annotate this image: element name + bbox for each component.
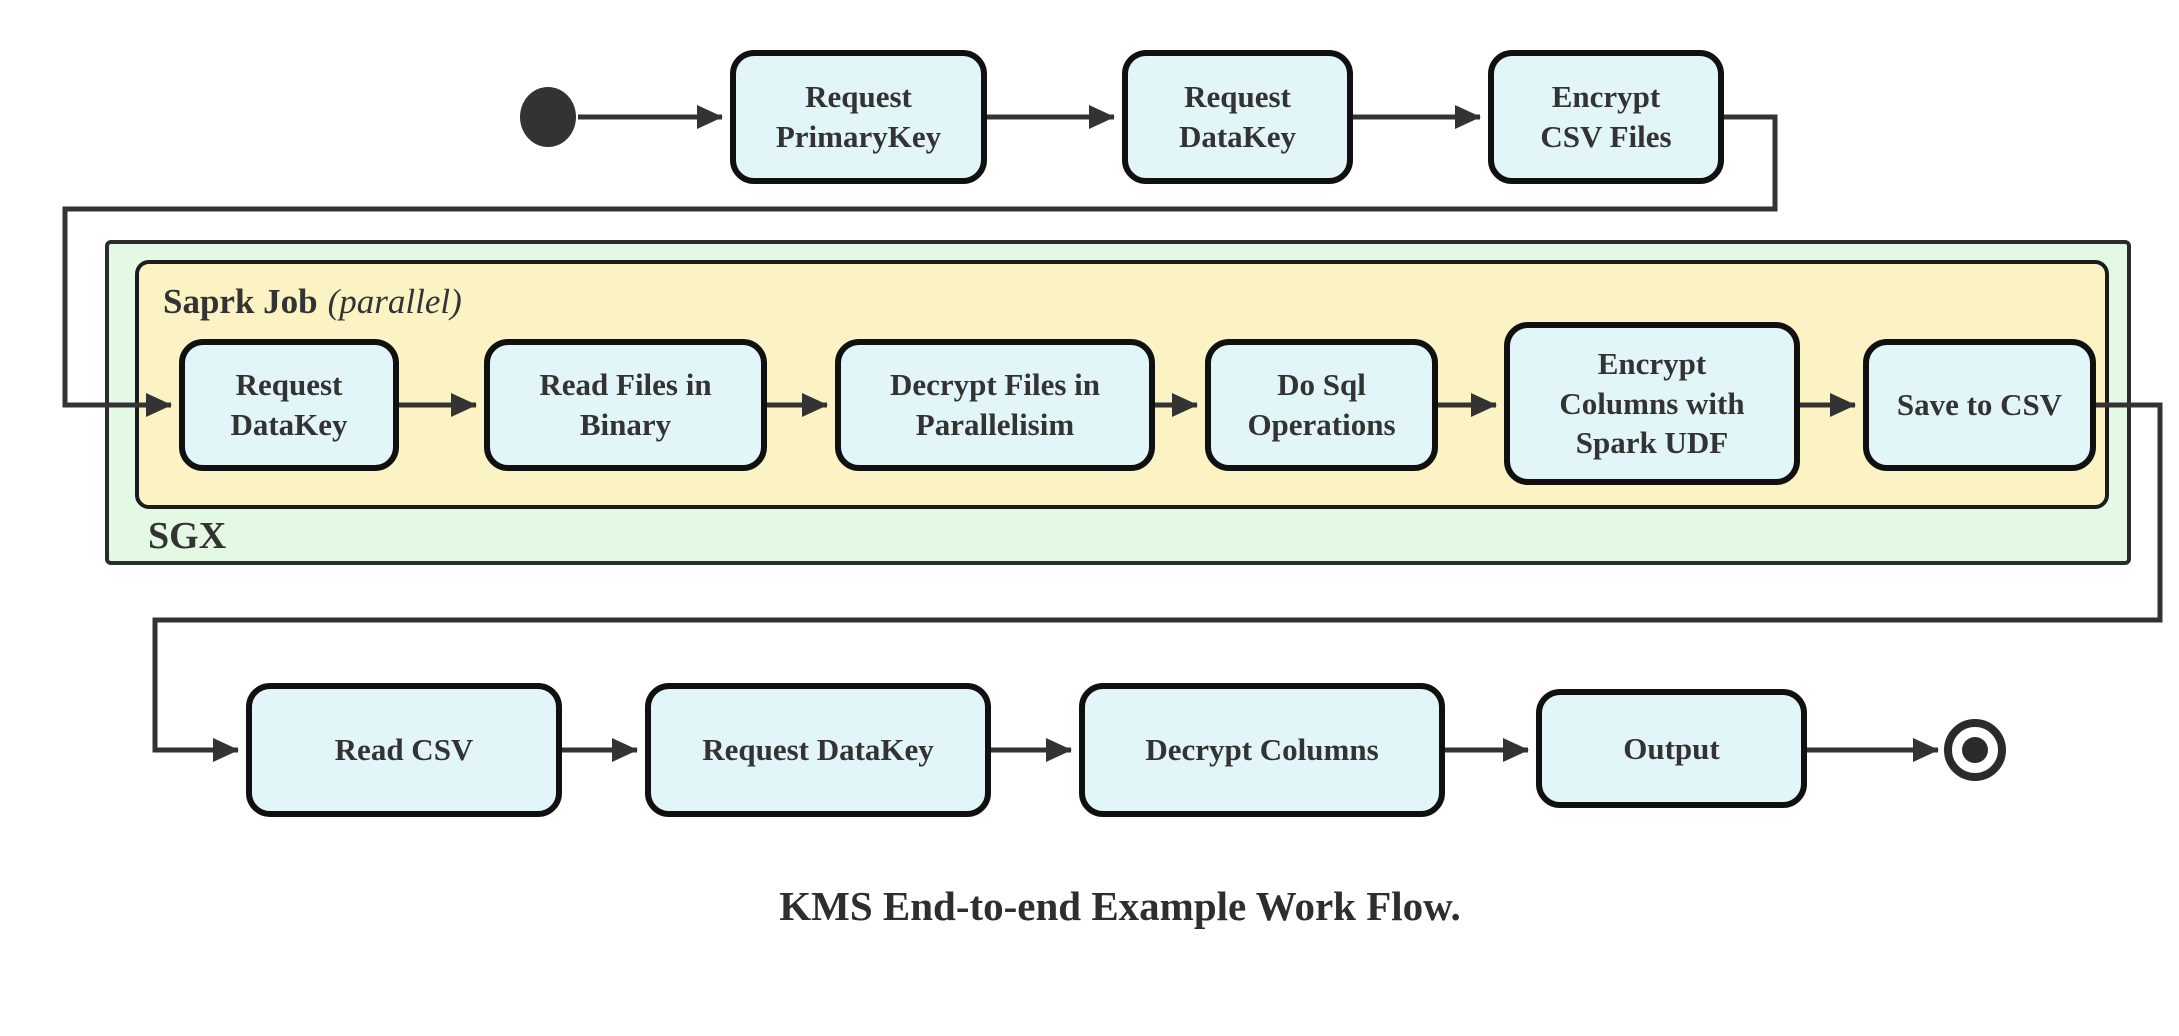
node-output: Output — [1536, 689, 1807, 808]
node-encrypt-csv-files: Encrypt CSV Files — [1488, 50, 1724, 184]
node-request-datakey: Request DataKey — [1122, 50, 1353, 184]
spark-job-container-label: Saprk Job(parallel) — [163, 282, 462, 322]
node-sgx-request-datakey: Request DataKey — [179, 339, 399, 471]
node-read-csv: Read CSV — [246, 683, 562, 817]
node-do-sql-operations: Do Sql Operations — [1205, 339, 1438, 471]
diagram-caption: KMS End-to-end Example Work Flow. — [779, 883, 1461, 929]
spark-job-parallel-annotation: (parallel) — [327, 282, 462, 321]
end-node-inner-dot-icon — [1962, 737, 1988, 763]
node-save-to-csv: Save to CSV — [1863, 339, 2096, 471]
edge-save-to-csv-to-read-csv — [152, 402, 2163, 762]
node-encrypt-columns-with-spark-udf: Encrypt Columns with Spark UDF — [1504, 322, 1800, 485]
node-decrypt-columns: Decrypt Columns — [1079, 683, 1445, 817]
start-node-icon — [520, 87, 576, 147]
node-request-datakey-client: Request DataKey — [645, 683, 991, 817]
node-read-files-in-binary: Read Files in Binary — [484, 339, 767, 471]
spark-job-label-text: Saprk Job — [163, 282, 318, 321]
node-request-primarykey: Request PrimaryKey — [730, 50, 987, 184]
node-decrypt-files-in-parallelisim: Decrypt Files in Parallelisim — [835, 339, 1155, 471]
sgx-container-label: SGX — [148, 515, 227, 557]
edge-encrypt-csv-files-to-sgx-request-datakey — [62, 114, 1778, 417]
